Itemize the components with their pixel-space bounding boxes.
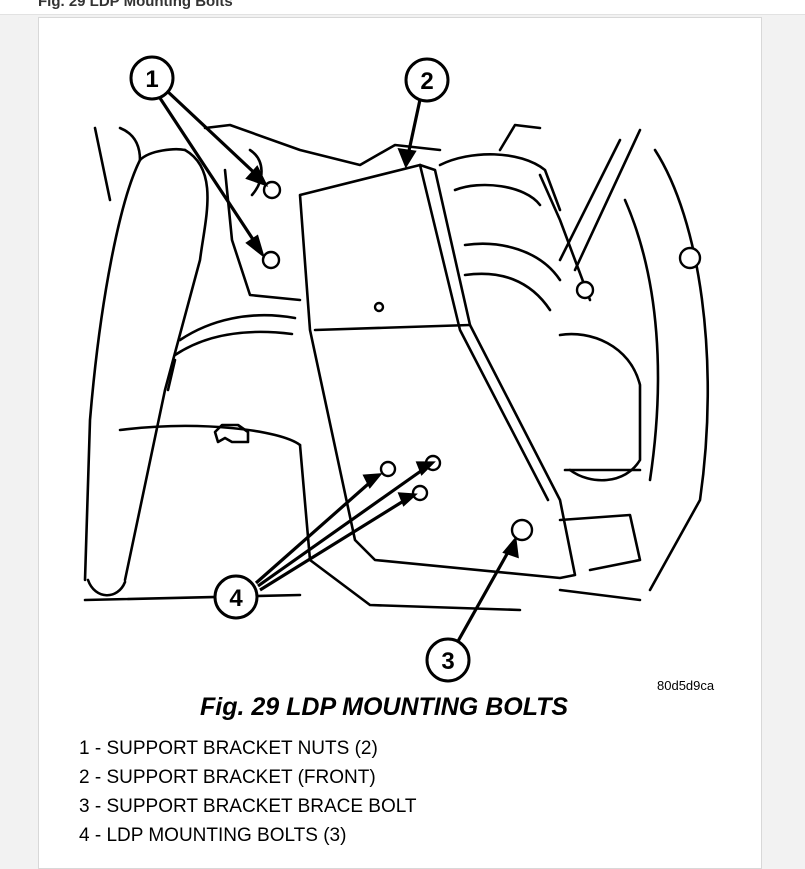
figure-card [38,17,762,869]
legend-list: 1 - SUPPORT BRACKET NUTS (2) 2 - SUPPORT… [79,734,417,850]
callout-2: 2 [420,68,433,95]
callout-1: 1 [145,66,158,93]
legend-item: 4 - LDP MOUNTING BOLTS (3) [79,825,347,846]
page-header: Fig. 29 LDP Mounting Bolts [0,0,805,15]
callout-4: 4 [229,585,243,612]
legend-item: 3 - SUPPORT BRACKET BRACE BOLT [79,796,417,817]
legend-item: 2 - SUPPORT BRACKET (FRONT) [79,767,376,788]
page-title: Fig. 29 LDP Mounting Bolts [38,0,233,10]
figure-reference-code: 80d5d9ca [657,678,715,693]
figure-caption: Fig. 29 LDP MOUNTING BOLTS [200,693,569,721]
legend-item: 1 - SUPPORT BRACKET NUTS (2) [79,738,378,759]
callout-3: 3 [441,648,454,675]
